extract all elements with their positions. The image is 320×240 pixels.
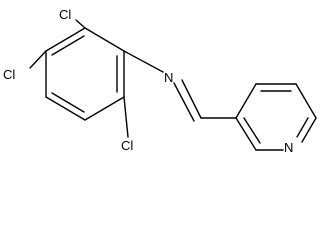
bond-c4-c5 [45,96,86,121]
bond-c4-c5-inner [51,92,85,113]
pyridine-ring [235,83,317,151]
bond-c1-c2 [84,27,125,52]
bond-c2-n-imine [123,50,164,73]
bond-c1-cl-top [75,19,86,29]
atom-label-n-imine: N [164,70,173,85]
bond-c3-cl-bottom [123,96,129,138]
atom-label-cl-bottom: Cl [121,138,133,153]
bond-n-imine-ch [181,79,202,119]
atom-label-n-pyridine: N [284,140,293,155]
bond-c6-c1 [45,27,86,52]
bond-p6-n [301,117,317,143]
bond-c3-c4 [84,96,125,121]
bond-p6-n-inner [296,117,309,138]
bond-c6-c1-inner [51,35,85,56]
atom-label-cl-left: Cl [3,67,15,82]
bond-p5-p6 [295,83,317,119]
benzene-ring [45,27,125,121]
bond-c6-cl-left [29,50,47,69]
chemical-structure-diagram: Cl Cl Cl N N [3,7,317,155]
bond-n-imine-ch-double [173,82,195,122]
bond-p2-p3-inner [243,117,261,144]
bond-p2-p3 [235,117,257,151]
atom-label-cl-top: Cl [59,7,71,22]
bond-p3-p4 [235,83,257,119]
